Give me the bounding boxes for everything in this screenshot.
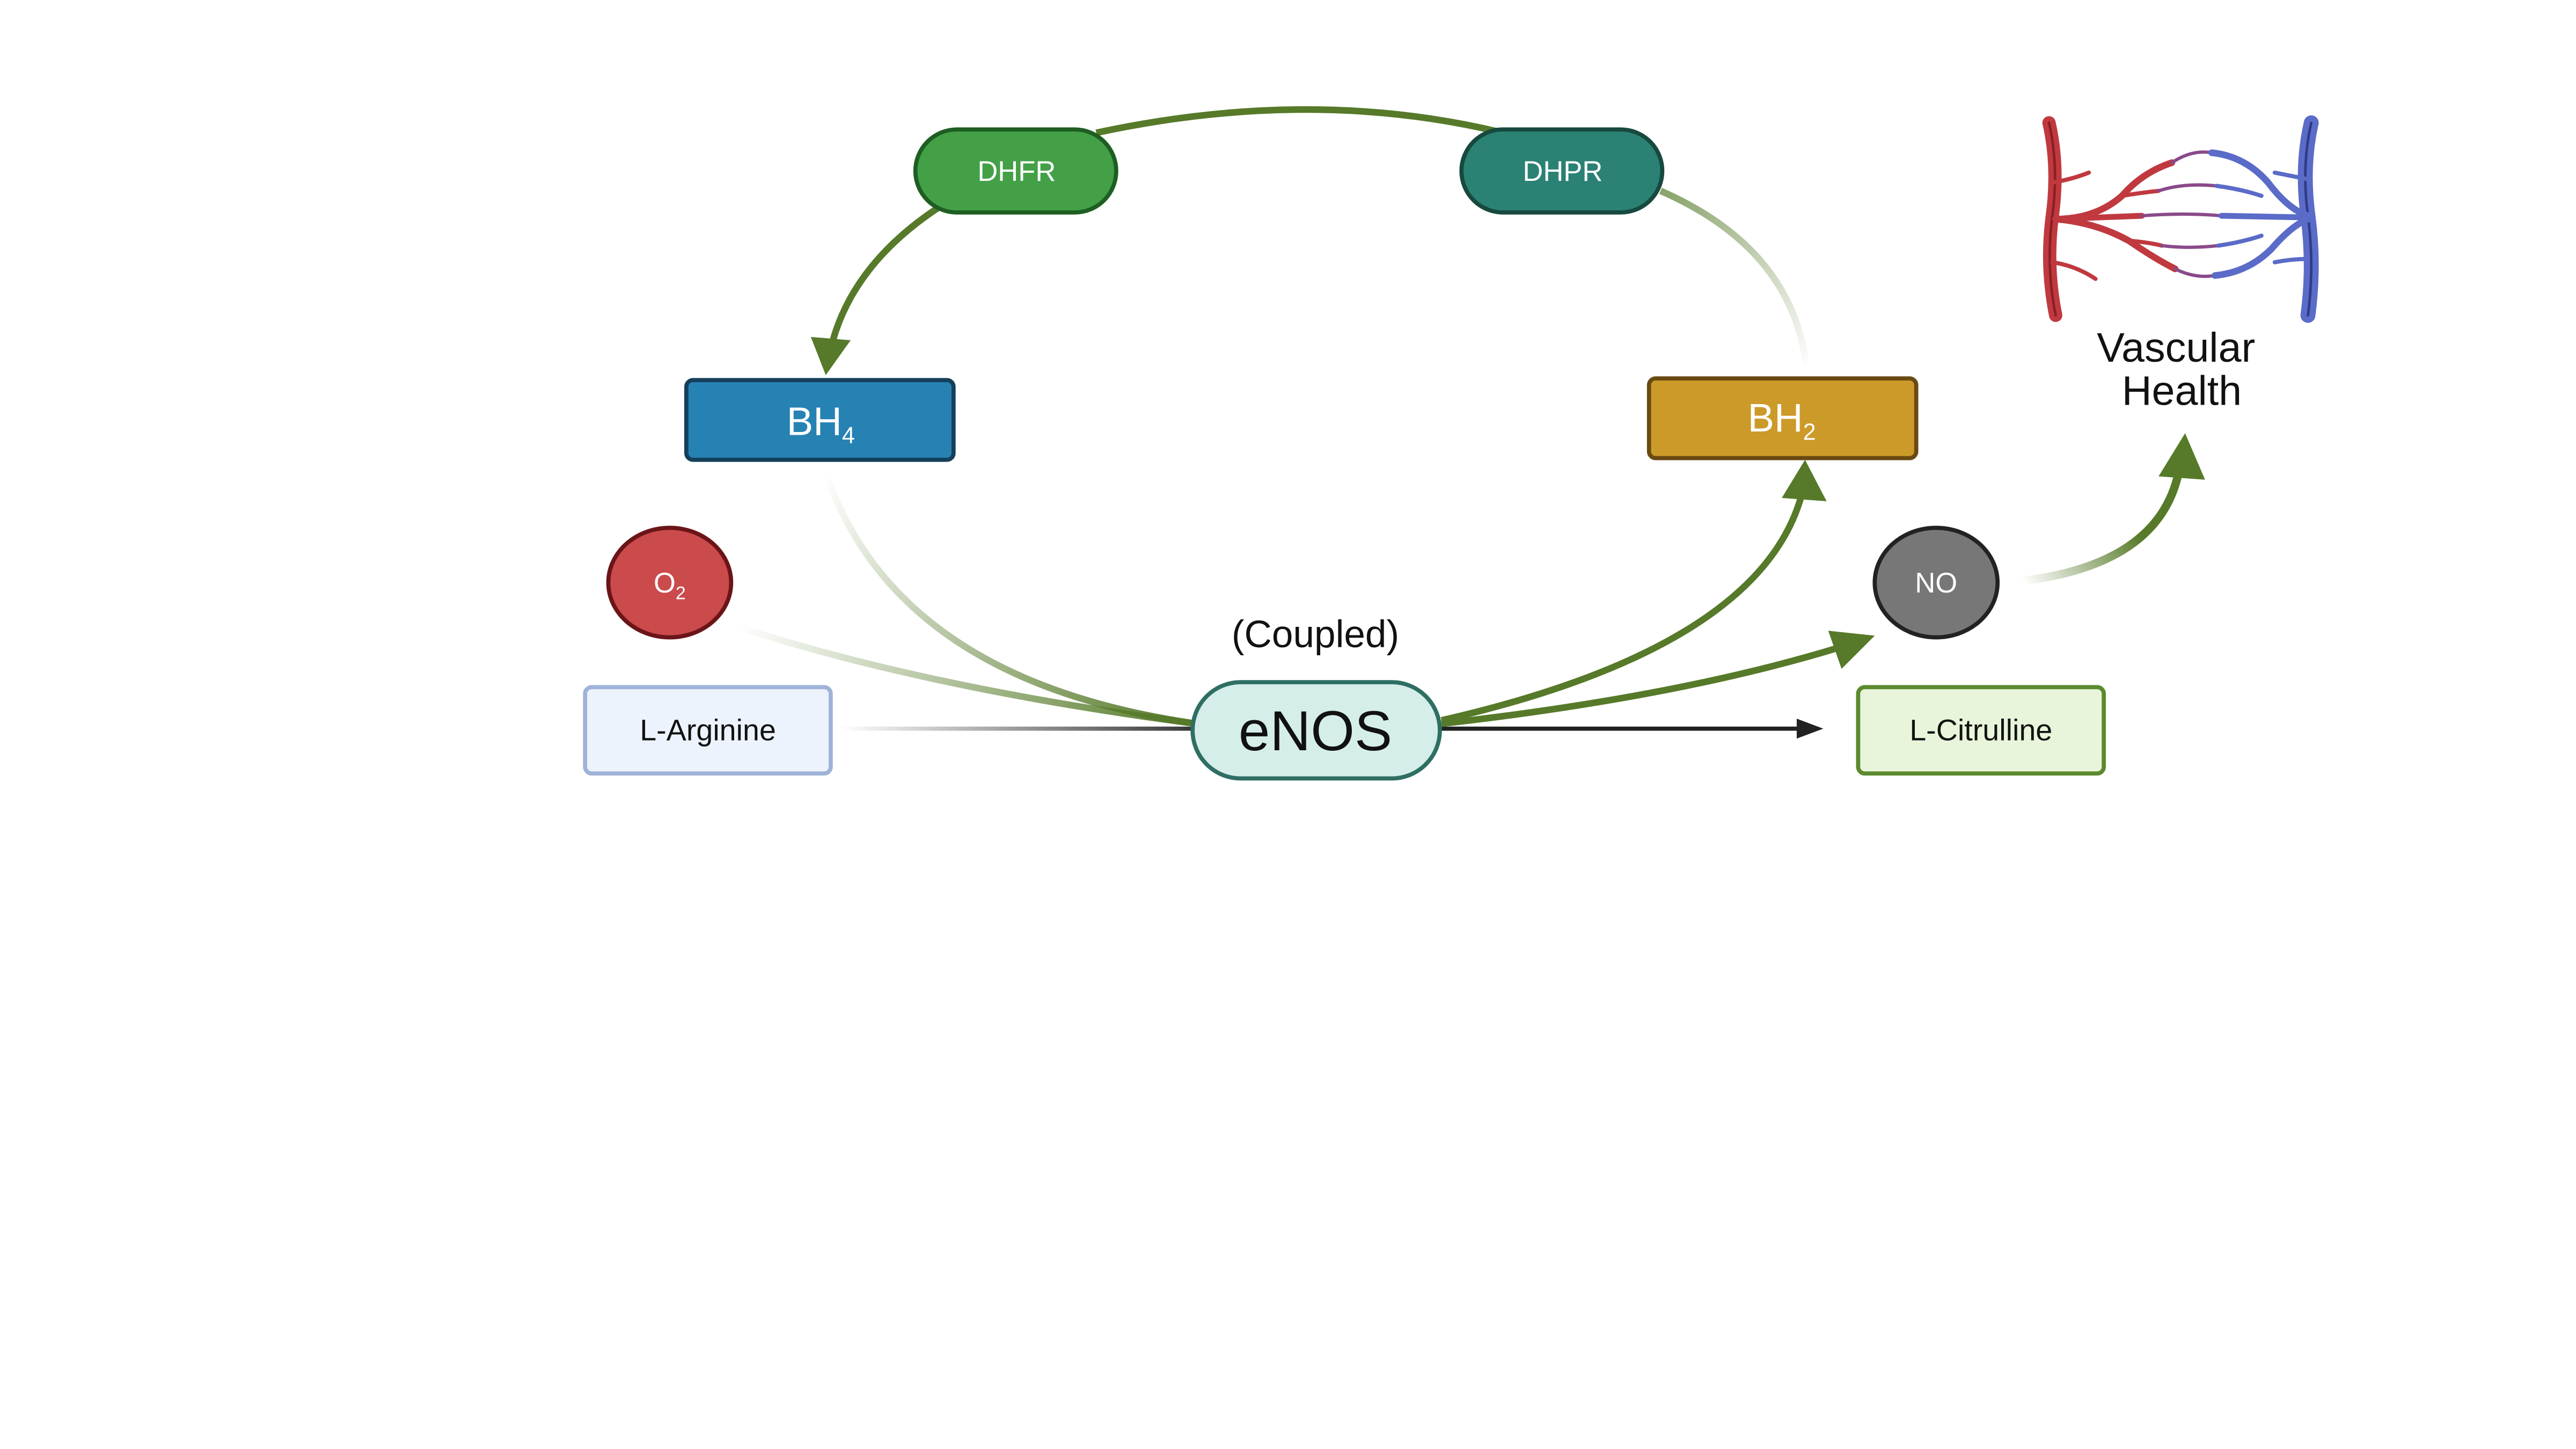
arrow-dhfr-to-bh4 [827, 204, 941, 349]
arrow-no-to-vascular-health [2022, 472, 2183, 586]
enos-label: eNOS [1239, 700, 1392, 763]
no-label: NO [1915, 567, 1957, 599]
bh4-label: BH4 [787, 399, 855, 448]
l-arginine-node: L-Arginine [583, 685, 833, 776]
o2-node: O2 [606, 525, 734, 640]
arrowhead-bh4 [810, 336, 851, 375]
arrow-o2-to-enos [738, 624, 1197, 727]
vascular-health-line2: Health [2122, 368, 2242, 414]
arrow-bh4-to-enos [822, 472, 1197, 727]
arrowhead-bh2 [1782, 459, 1827, 502]
l-citrulline-label: L-Citrulline [1909, 713, 2052, 747]
dhfr-label: DHFR [977, 156, 1056, 187]
o2-label: O2 [654, 567, 686, 603]
arrowhead-vascular-health [2158, 433, 2205, 480]
arrow-enos-to-no [1441, 644, 1841, 727]
dhfr-node: DHFR [913, 127, 1118, 215]
arrow-bh2-to-dhpr [1659, 188, 1810, 369]
bh4-node: BH4 [684, 378, 956, 462]
vascular-health-line1: Vascular [2097, 325, 2255, 371]
dhpr-label: DHPR [1523, 156, 1602, 187]
connectors [738, 106, 2205, 739]
bh2-label: BH2 [1748, 396, 1816, 445]
l-citrulline-node: L-Citrulline [1856, 685, 2106, 776]
blood-vessel-network-icon [2042, 115, 2319, 323]
arc-dhpr-to-dhfr [1095, 106, 1504, 136]
no-node: NO [1872, 525, 2000, 640]
arrowhead-no [1828, 631, 1875, 669]
arrow-enos-to-bh2 [1440, 494, 1805, 724]
l-arginine-label: L-Arginine [640, 713, 776, 747]
bh2-node: BH2 [1646, 376, 1919, 460]
enos-node: eNOS [1190, 680, 1442, 781]
dhpr-node: DHPR [1459, 127, 1665, 215]
arrowhead-citrulline [1796, 719, 1824, 739]
vascular-health-label: Vascular Health [2097, 325, 2266, 414]
coupled-label: (Coupled) [1232, 613, 1399, 656]
